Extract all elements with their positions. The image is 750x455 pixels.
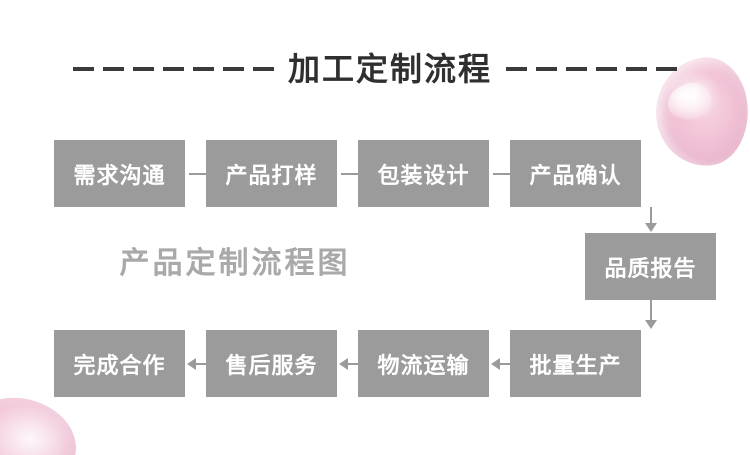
dash-mark bbox=[252, 67, 274, 71]
flowchart-caption: 产品定制流程图 bbox=[119, 247, 351, 280]
flow-node-product-confirmation[interactable]: 产品确认 bbox=[510, 140, 641, 207]
arrow-head bbox=[363, 168, 372, 180]
dash-mark bbox=[626, 67, 647, 71]
dash-mark bbox=[506, 67, 527, 71]
arrow-shaft bbox=[189, 363, 215, 365]
arrow-left-icon bbox=[339, 354, 373, 374]
dash-mark bbox=[536, 67, 557, 71]
page-title: 加工定制流程 bbox=[287, 51, 492, 87]
arrow-head bbox=[187, 358, 196, 370]
dash-mark bbox=[72, 67, 94, 71]
arrow-down-icon bbox=[641, 207, 661, 233]
arrow-head bbox=[515, 168, 524, 180]
arrow-right-icon bbox=[339, 164, 373, 184]
flow-node-product-sampling[interactable]: 产品打样 bbox=[206, 140, 337, 207]
arrow-shaft bbox=[650, 207, 652, 224]
dash-mark bbox=[656, 67, 677, 71]
arrow-shaft bbox=[341, 173, 367, 175]
flow-node-cooperation-complete[interactable]: 完成合作 bbox=[54, 330, 185, 397]
title-dashes-left bbox=[72, 67, 274, 71]
arrow-down-icon bbox=[641, 300, 661, 330]
flow-node-logistics-transport[interactable]: 物流运输 bbox=[358, 330, 489, 397]
page-title-row: 加工定制流程 bbox=[0, 44, 750, 94]
pink-product-blob-bottom-left bbox=[0, 388, 84, 455]
arrow-shaft bbox=[341, 363, 367, 365]
dash-mark bbox=[192, 67, 214, 71]
arrow-right-icon bbox=[187, 164, 221, 184]
flow-node-requirement-communication[interactable]: 需求沟通 bbox=[54, 140, 185, 207]
dash-mark bbox=[102, 67, 124, 71]
arrow-shaft bbox=[189, 173, 215, 175]
title-dashes-right bbox=[506, 67, 677, 71]
arrow-head bbox=[339, 358, 348, 370]
flow-node-after-sales-service[interactable]: 售后服务 bbox=[206, 330, 337, 397]
arrow-left-icon bbox=[491, 354, 525, 374]
arrow-left-icon bbox=[187, 354, 221, 374]
arrow-head bbox=[645, 320, 657, 329]
arrow-head bbox=[645, 223, 657, 232]
flow-node-mass-production[interactable]: 批量生产 bbox=[510, 330, 641, 397]
flow-node-quality-report[interactable]: 品质报告 bbox=[585, 233, 716, 300]
arrow-shaft bbox=[493, 173, 519, 175]
flow-node-package-design[interactable]: 包装设计 bbox=[358, 140, 489, 207]
arrow-shaft bbox=[493, 363, 519, 365]
dash-mark bbox=[132, 67, 154, 71]
dash-mark bbox=[566, 67, 587, 71]
dash-mark bbox=[162, 67, 184, 71]
arrow-head bbox=[491, 358, 500, 370]
dash-mark bbox=[596, 67, 617, 71]
dash-mark bbox=[222, 67, 244, 71]
arrow-head bbox=[211, 168, 220, 180]
arrow-shaft bbox=[650, 300, 652, 321]
arrow-right-icon bbox=[491, 164, 525, 184]
